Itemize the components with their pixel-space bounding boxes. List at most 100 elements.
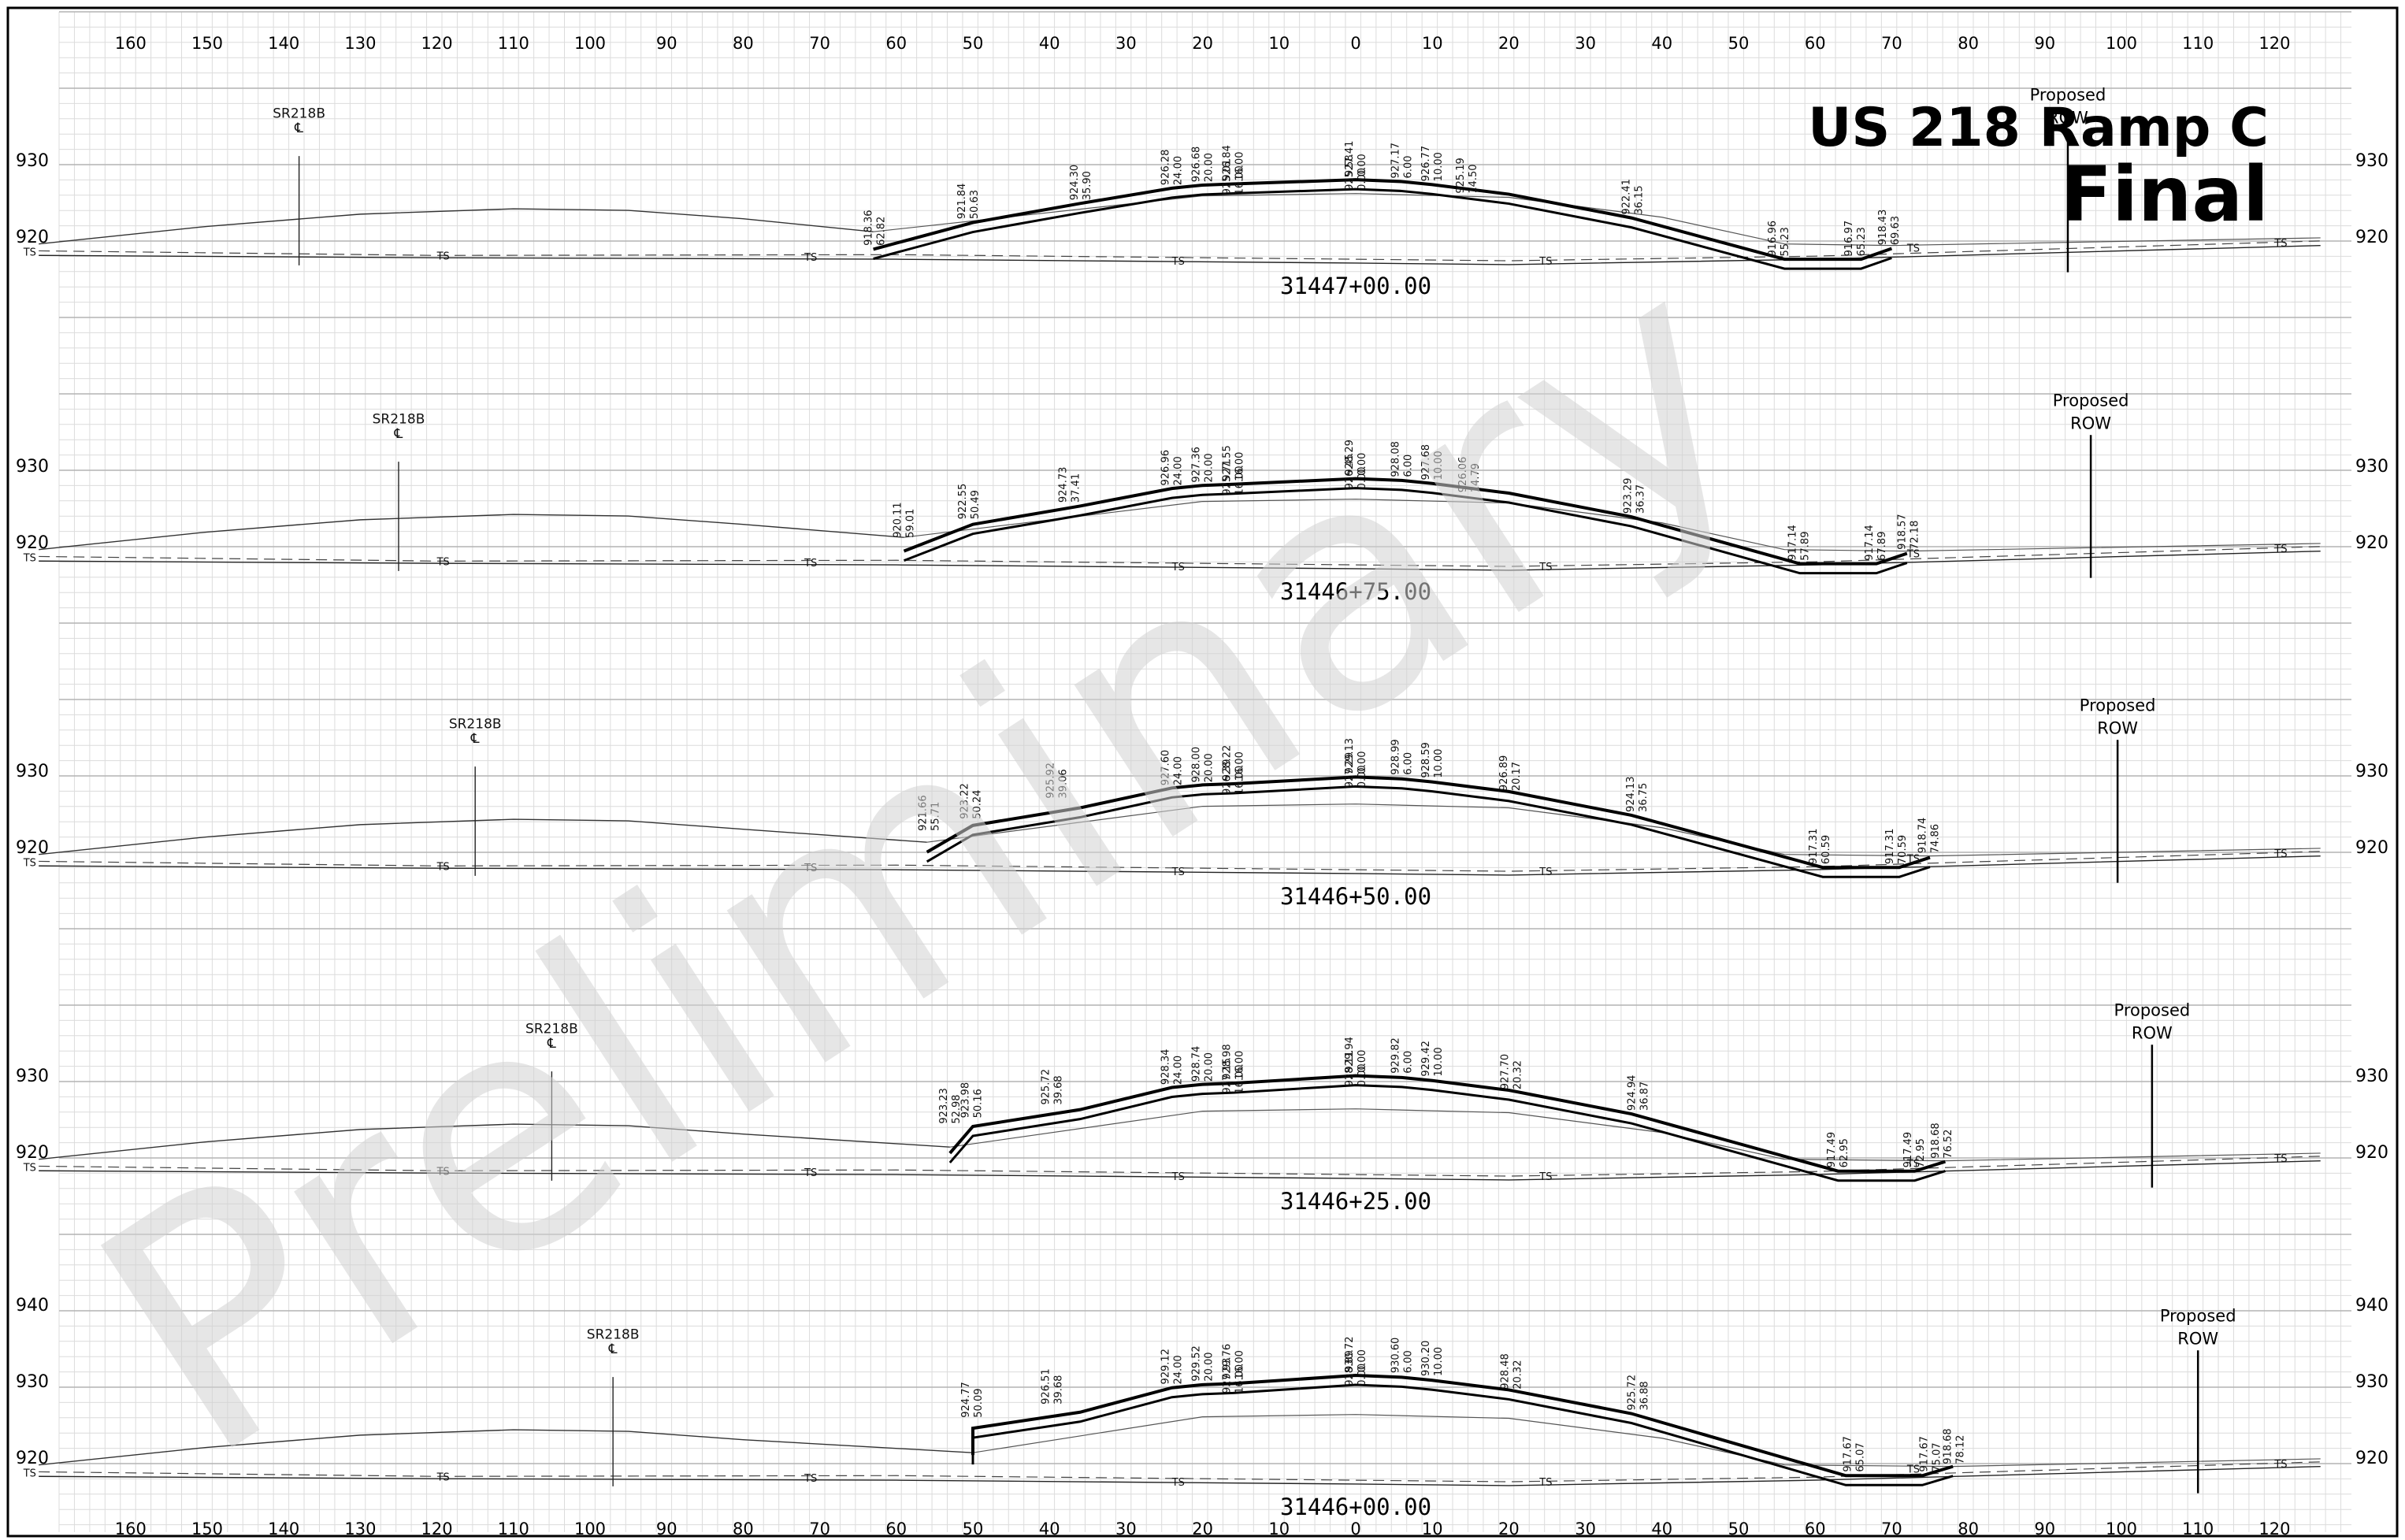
existing-ground-right (873, 193, 2321, 247)
ts-label: TS (1171, 1171, 1185, 1183)
ts-label: TS (804, 252, 817, 264)
bottom-offset-label: 90 (656, 1520, 677, 1538)
bottom-offset-label: 100 (574, 1520, 606, 1538)
point-elevation: 918.57 (1897, 514, 1909, 550)
bottom-offset-label: 80 (733, 1520, 754, 1538)
bottom-offset-label: 20 (1192, 1520, 1213, 1538)
point-elevation: 922.55 (957, 484, 969, 520)
ts-label: TS (436, 861, 450, 873)
bottom-offset-label: 110 (2182, 1520, 2214, 1538)
ts-label: TS (2273, 1153, 2287, 1165)
point-elevation: 924.30 (1069, 165, 1081, 201)
point-elevation: 930.72 (1344, 1337, 1356, 1373)
point-elevation: 922.41 (1620, 179, 1632, 215)
point-offset: 16.00 (1234, 1364, 1245, 1393)
bottom-offset-label: 120 (421, 1520, 453, 1538)
point-elevation: 925.58 (1344, 154, 1356, 191)
ts-label: TS (1906, 243, 1920, 255)
ts-label: TS (804, 1473, 817, 1485)
point-offset: 24.00 (1173, 1355, 1185, 1384)
proposed-grade-line (948, 1074, 1947, 1173)
point-elevation: 926.39 (1221, 759, 1233, 796)
point-offset: 0.00 (1357, 168, 1368, 191)
point-offset: 0.00 (1357, 466, 1368, 489)
centerline-label: SR218B (373, 412, 425, 428)
ts-label: TS (23, 857, 36, 869)
point-offset: 0.00 (1357, 453, 1368, 476)
point-offset: 20.00 (1204, 753, 1215, 782)
existing-ground-line (39, 818, 927, 855)
point-offset: 72.18 (1910, 521, 1921, 550)
row-label-row: ROW (2132, 1023, 2173, 1042)
row-label-row: ROW (2070, 414, 2111, 432)
point-offset: 20.32 (1512, 1060, 1524, 1089)
existing-ground-right (949, 1108, 2321, 1162)
bottom-offset-label: 30 (1575, 1520, 1596, 1538)
point-elevation: 926.28 (1160, 150, 1172, 186)
top-offset-label: 100 (574, 34, 606, 53)
point-offset: 0.00 (1357, 1063, 1368, 1086)
centerline-icon: ℄ (294, 121, 303, 136)
point-offset: 36.87 (1639, 1082, 1650, 1111)
point-offset: 0.00 (1357, 765, 1368, 788)
ts-label: TS (23, 552, 36, 564)
subgrade-dashed-line (39, 1156, 2321, 1177)
top-offset-label: 40 (1039, 34, 1060, 53)
point-offset: 62.82 (875, 217, 887, 246)
bottom-offset-label: 50 (963, 1520, 984, 1538)
top-offset-label: 20 (1498, 34, 1520, 53)
sheet-title: US 218 Ramp C (1808, 97, 2269, 159)
bottom-offset-label: 100 (2106, 1520, 2137, 1538)
ts-label: TS (1171, 256, 1185, 268)
existing-ground-line (39, 1429, 974, 1466)
ts-label: TS (1538, 866, 1552, 878)
subgrade-dashed-line (39, 546, 2321, 567)
point-elevation: 917.31 (1808, 829, 1820, 865)
point-offset: 50.63 (969, 190, 981, 219)
point-elevation: 917.49 (1902, 1132, 1914, 1168)
point-elevation: 918.43 (1877, 210, 1889, 246)
elevation-label-right: 930 (2355, 457, 2388, 477)
point-elevation: 928.00 (1191, 747, 1203, 783)
row-label-row: ROW (2047, 108, 2088, 127)
elevation-label-left: 930 (16, 1067, 49, 1086)
point-elevation: 927.17 (1390, 143, 1401, 179)
point-offset: 16.00 (1234, 452, 1245, 481)
point-offset: 59.01 (904, 509, 916, 538)
elevation-label-right: 920 (2355, 228, 2388, 247)
point-offset: 76.52 (1943, 1130, 1954, 1159)
point-elevation: 917.14 (1787, 525, 1799, 561)
point-elevation: 923.29 (1623, 478, 1635, 514)
point-offset: 50.09 (973, 1389, 985, 1418)
ts-label: TS (1906, 854, 1920, 866)
point-offset: 10.00 (1433, 1347, 1445, 1376)
point-elevation: 926.06 (1457, 457, 1469, 493)
top-offset-label: 10 (1422, 34, 1443, 53)
bottom-offset-label: 60 (1805, 1520, 1826, 1538)
point-offset: 50.49 (970, 490, 982, 519)
ts-label: TS (1906, 1464, 1920, 1476)
point-elevation: 926.68 (1191, 147, 1203, 183)
top-offset-label: 80 (733, 34, 754, 53)
point-offset: 75.07 (1932, 1442, 1943, 1471)
point-elevation: 917.49 (1826, 1132, 1838, 1168)
top-offset-label: 140 (268, 34, 299, 53)
point-elevation: 928.22 (1221, 745, 1233, 781)
elevation-label-right: 920 (2355, 1449, 2388, 1468)
point-elevation: 925.71 (1221, 459, 1233, 495)
top-offset-label: 90 (656, 34, 677, 53)
